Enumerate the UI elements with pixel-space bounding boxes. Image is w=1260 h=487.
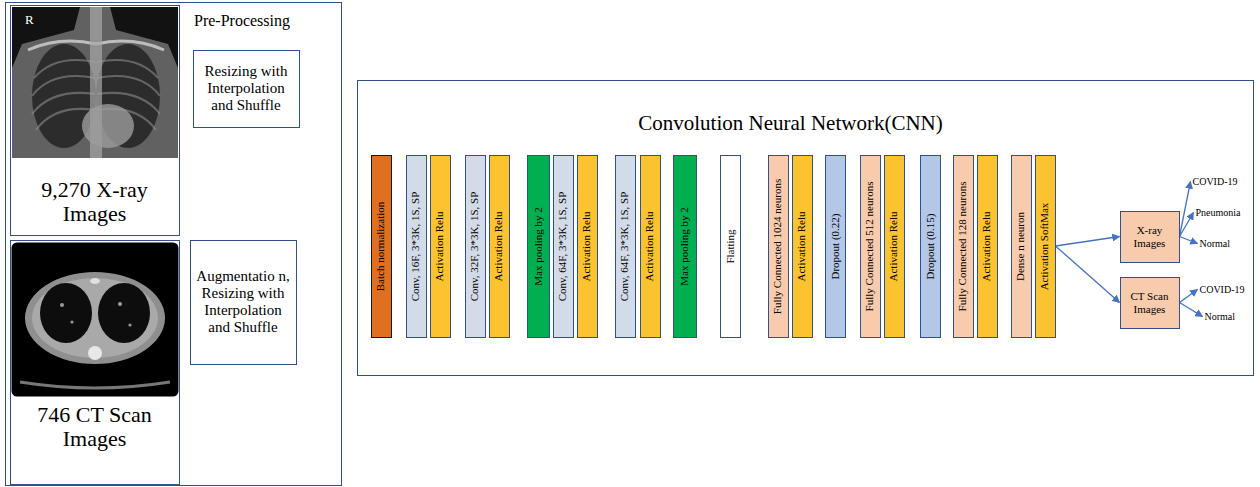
node-text: Convolution Neural Network(CNN) [358, 111, 1223, 136]
ct-body [25, 272, 165, 364]
node-text: Augmentatio n, Resizing with Interpolati… [194, 268, 293, 337]
image-marker: R [25, 12, 34, 28]
node-text: Max pooling by 2 [679, 207, 690, 286]
arrow-connector [1056, 237, 1120, 247]
class-label: Normal [1205, 311, 1236, 323]
xray-body [12, 7, 178, 158]
layer-bar: Dropout (0.15) [920, 155, 941, 338]
node-text: COVID-19 [1200, 284, 1245, 296]
layer-bar: Conv, 64F, 3*3K, 1S, SP [553, 155, 574, 338]
ct-sternum [90, 278, 100, 284]
layer-bar: Conv, 32F, 3*3K, 1S, SP [465, 155, 486, 338]
layer-bar: Conv, 16F, 3*3K, 1S, SP [406, 155, 427, 338]
ct-vessel [60, 303, 64, 307]
layer-bar: Fully Connected 1024 neurons [768, 155, 789, 338]
node-text: Resizing with Interpolation and Shuffle [197, 63, 296, 115]
node-text: Fully Connected 128 neurons [958, 181, 969, 311]
ct-spine [88, 346, 102, 360]
node-text: 746 CT Scan Images [11, 403, 179, 451]
image-box: 746 CT Scan Images [10, 240, 180, 485]
layer-bar: Max pooling by 2 [527, 155, 550, 338]
process-box: Resizing with Interpolation and Shuffle [193, 50, 300, 128]
node-text: Activation Relu [435, 211, 446, 281]
class-label: COVID-19 [1193, 176, 1238, 188]
layer-bar: Max pooling by 2 [673, 155, 697, 338]
node-text: Normal [1205, 311, 1236, 323]
node-text: Conv, 64F, 3*3K, 1S, SP [558, 191, 569, 301]
node-text: Conv, 64F, 3*3K, 1S, SP [620, 191, 631, 301]
ct-ground [13, 244, 177, 395]
node-text: Batch normalization [376, 201, 387, 291]
ct-lung [98, 283, 150, 343]
arrow-connector [1180, 213, 1194, 237]
layer-bar: Fully Connected 512 neurons [860, 155, 881, 338]
output-box: CT Scan Images [1120, 277, 1180, 329]
ct-vessel [128, 323, 131, 326]
node-text: Activation Relu [645, 211, 656, 281]
xray-heart [82, 104, 134, 148]
layer-bar: Activation Relu [640, 155, 661, 338]
layer-bar: Conv, 64F, 3*3K, 1S, SP [615, 155, 636, 338]
node-text: Activation Relu [494, 211, 505, 281]
class-label: Pneumonia [1196, 207, 1241, 219]
node-text: Activation Relu [982, 211, 993, 281]
image-box: 9,270 X-ray Images [10, 5, 180, 236]
node-text: Flatting [725, 229, 736, 263]
arrow-connector [1180, 303, 1203, 317]
layer-bar: Fully Connected 128 neurons [953, 155, 974, 338]
node-text: Activation SoftMax [1040, 202, 1051, 290]
node-text: 9,270 X-ray Images [11, 178, 179, 226]
node-text: Normal [1200, 238, 1231, 250]
class-label: COVID-19 [1200, 284, 1245, 296]
layer-bar: Activation SoftMax [1035, 155, 1056, 338]
ct-image [13, 244, 177, 395]
layer-bar: Dropout (0.22) [825, 155, 846, 338]
class-label: Normal [1200, 238, 1231, 250]
node-text: Dropout (0.15) [925, 213, 936, 279]
layer-bar: Batch normalization [371, 155, 392, 338]
arrow-connector [1056, 246, 1120, 303]
xray-image [12, 7, 178, 158]
layer-bar: Activation Relu [430, 155, 451, 338]
layer-bar: Dense n neuron [1011, 155, 1032, 338]
node-text: CT Scan Images [1123, 290, 1177, 315]
node-text: Fully Connected 1024 neurons [773, 178, 784, 313]
ct-vessel [118, 302, 122, 306]
node-text: Conv, 16F, 3*3K, 1S, SP [411, 191, 422, 301]
node-text: Activation Relu [582, 211, 593, 281]
layer-bar: Flatting [720, 155, 741, 338]
node-text: Activation Relu [889, 211, 900, 281]
node-text: Pre-Processing [194, 12, 290, 30]
process-box: Augmentatio n, Resizing with Interpolati… [190, 240, 297, 365]
node-text: Max pooling by 2 [533, 207, 544, 286]
ct-vessel [70, 320, 73, 323]
node-text: Dense n neuron [1016, 211, 1027, 280]
node-text: Dropout (0.22) [830, 213, 841, 279]
output-box: X-ray Images [1120, 211, 1180, 263]
layer-bar: Activation Relu [884, 155, 905, 338]
layer-bar: Activation Relu [577, 155, 598, 338]
preprocessing-panel: Pre-Processing 9,270 X-ray Images Resizing… [5, 2, 342, 486]
ct-table [20, 382, 170, 388]
node-text: Activation Relu [797, 211, 808, 281]
layer-bar: Activation Relu [792, 155, 813, 338]
layer-bar: Activation Relu [489, 155, 510, 338]
node-text: Conv, 32F, 3*3K, 1S, SP [470, 191, 481, 301]
arrow-connector [1180, 237, 1198, 244]
arrow-connector [1180, 290, 1198, 303]
node-text: Fully Connected 512 neurons [865, 181, 876, 311]
node-text: Pneumonia [1196, 207, 1241, 219]
ct-lung [40, 283, 92, 343]
xray-ground [12, 7, 178, 158]
node-text: X-ray Images [1123, 224, 1177, 249]
layer-bar: Activation Relu [977, 155, 998, 338]
node-text: COVID-19 [1193, 176, 1238, 188]
network-frame: Convolution Neural Network(CNN) Batch nor… [357, 80, 1254, 376]
